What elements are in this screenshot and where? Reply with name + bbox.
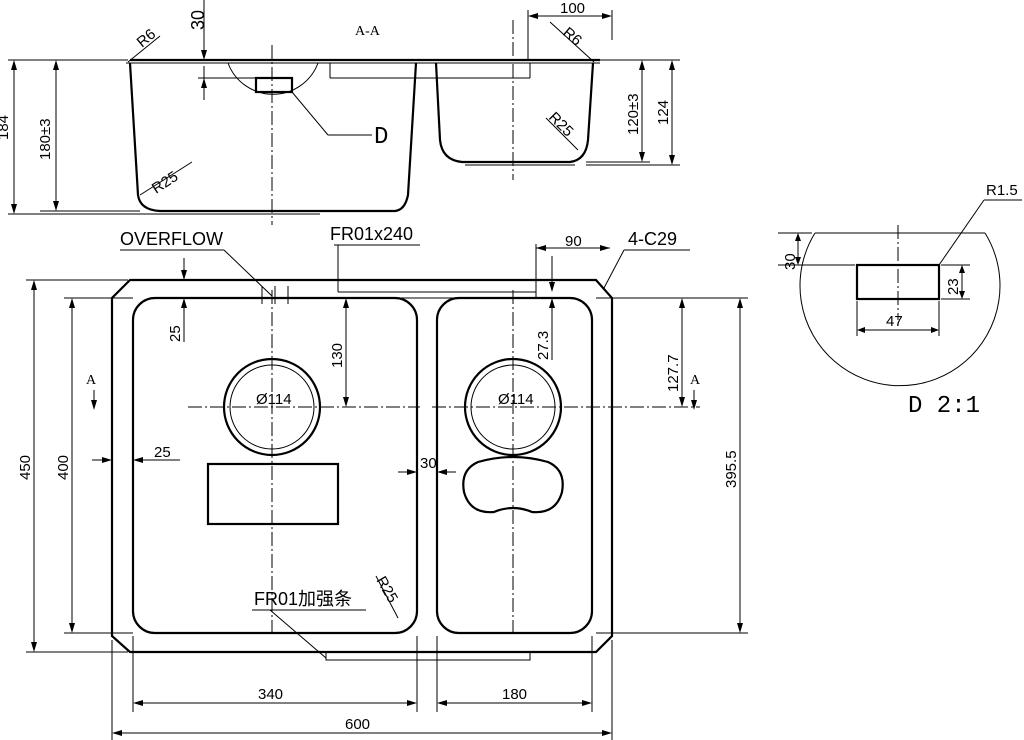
dim-127-7: 127.7 — [665, 354, 682, 392]
dim-27-3: 27.3 — [535, 331, 552, 360]
dim-dia-left: Ø114 — [256, 391, 292, 408]
dim-124: 124 — [655, 100, 672, 125]
fr01x240-label: FR01x240 — [330, 224, 413, 244]
dim-600: 600 — [345, 716, 370, 733]
dim-395-5: 395.5 — [723, 450, 740, 488]
sink-outline — [110, 278, 614, 654]
dim-100: 100 — [560, 0, 585, 17]
overflow-detail-circle — [227, 62, 319, 95]
dim-30-plan: 30 — [420, 455, 437, 472]
detail-dim-47: 47 — [886, 313, 903, 330]
dim-25-left: 25 — [154, 444, 171, 461]
label-plate — [206, 462, 340, 526]
dim-r25-right: R25 — [545, 109, 576, 140]
section-marker-right: A — [690, 373, 701, 388]
dim-90: 90 — [565, 233, 582, 250]
detail-view: 30 23 47 R1.5 D 2:1 — [778, 182, 1022, 420]
kidney-recess — [462, 455, 564, 514]
dim-130: 130 — [329, 343, 346, 368]
dim-180: 180 — [502, 686, 527, 703]
small-bowl — [435, 296, 594, 635]
dim-400: 400 — [55, 455, 72, 480]
detail-circle — [799, 232, 1001, 387]
c29-label: 4-C29 — [628, 229, 677, 249]
dim-120: 120±3 — [625, 93, 642, 135]
dim-450: 450 — [17, 455, 34, 480]
section-view: D A-A 184 180±3 R6 30 R25 100 — [0, 0, 680, 225]
fr01-rib-label: FR01加强条 — [254, 589, 352, 609]
plan-view: A A OVERFLOW FR01x240 4-C29 FR01加强条 R25 … — [17, 224, 748, 740]
dim-25-top: 25 — [167, 325, 184, 342]
detail-dim-r1-5: R1.5 — [986, 182, 1018, 199]
dim-184: 184 — [0, 115, 12, 140]
dim-r6-right: R6 — [559, 24, 585, 49]
dim-30-section: 30 — [188, 10, 208, 30]
dim-340: 340 — [258, 686, 283, 703]
overflow-label: OVERFLOW — [120, 229, 223, 249]
dim-180: 180±3 — [37, 118, 54, 160]
dim-r25-left: R25 — [149, 168, 181, 197]
large-bowl-profile — [128, 62, 418, 213]
section-title: A-A — [355, 24, 381, 39]
detail-title: D 2:1 — [908, 393, 980, 420]
dim-r6-left: R6 — [134, 26, 160, 51]
detail-dim-23: 23 — [945, 278, 962, 295]
detail-dim-30: 30 — [782, 253, 799, 270]
small-bowl-profile — [434, 62, 595, 164]
section-marker-left: A — [86, 373, 97, 388]
dim-dia-right: Ø114 — [498, 391, 534, 408]
detail-ref-label: D — [374, 124, 388, 151]
